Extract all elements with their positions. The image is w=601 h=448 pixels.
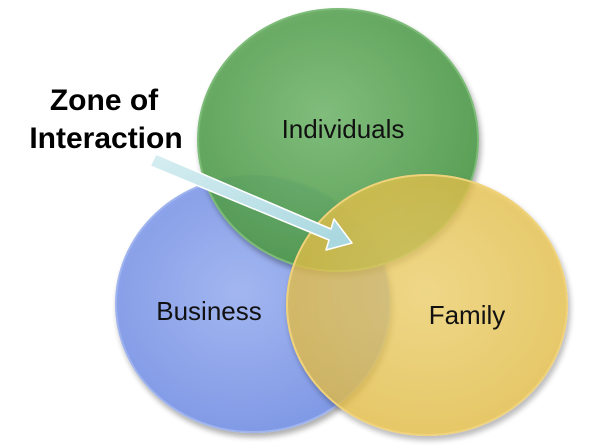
callout-arrow (149, 153, 353, 251)
family-label: Family (429, 300, 506, 330)
family-circle (286, 174, 568, 436)
individuals-label: Individuals (282, 114, 405, 144)
callout-line-1: Zone of (50, 84, 159, 117)
callout-line-2: Interaction (29, 122, 182, 155)
business-label: Business (156, 296, 262, 326)
